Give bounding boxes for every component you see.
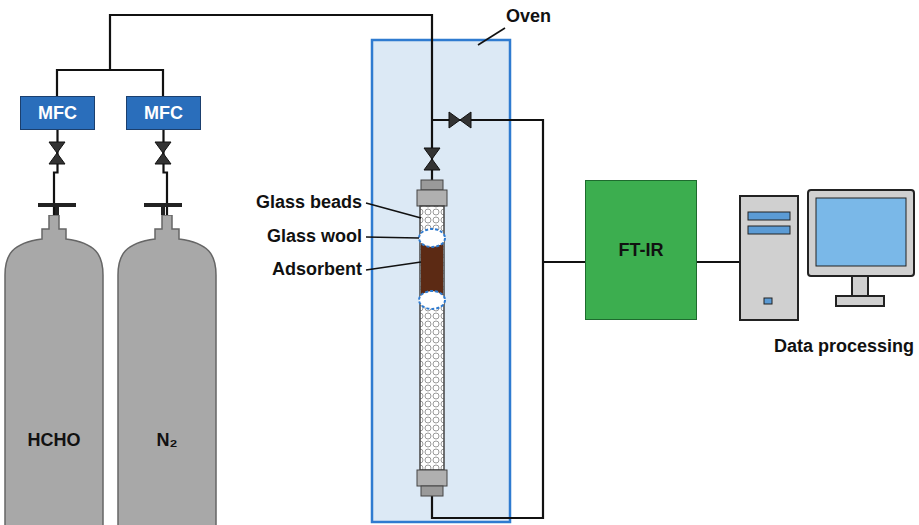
part-label: Glass wool <box>267 226 362 247</box>
valve-symbols <box>49 112 471 170</box>
part-label: Data processing <box>774 336 914 357</box>
oven-chamber <box>372 40 510 522</box>
part-label: Adsorbent <box>272 259 362 280</box>
leader-lines <box>366 28 505 270</box>
cylinder-handles <box>38 203 182 215</box>
node-label: N₂ <box>157 430 178 451</box>
node-label: FT-IR <box>619 240 664 261</box>
cylinder-outline <box>4 215 104 525</box>
adsorption-column <box>417 180 447 496</box>
computer-icon <box>740 190 914 320</box>
cylinder-outline <box>117 215 217 525</box>
gas-cylinder: HCHO <box>4 215 104 525</box>
mfc-box: MFC <box>20 96 95 130</box>
part-label: Glass beads <box>256 192 362 213</box>
node-label: HCHO <box>28 430 81 451</box>
part-label: Oven <box>506 6 551 27</box>
node-label: MFC <box>144 103 183 124</box>
ftir-box: FT-IR <box>585 180 697 320</box>
mfc-box: MFC <box>126 96 201 130</box>
gas-cylinder: N₂ <box>117 215 217 525</box>
node-label: MFC <box>38 103 77 124</box>
